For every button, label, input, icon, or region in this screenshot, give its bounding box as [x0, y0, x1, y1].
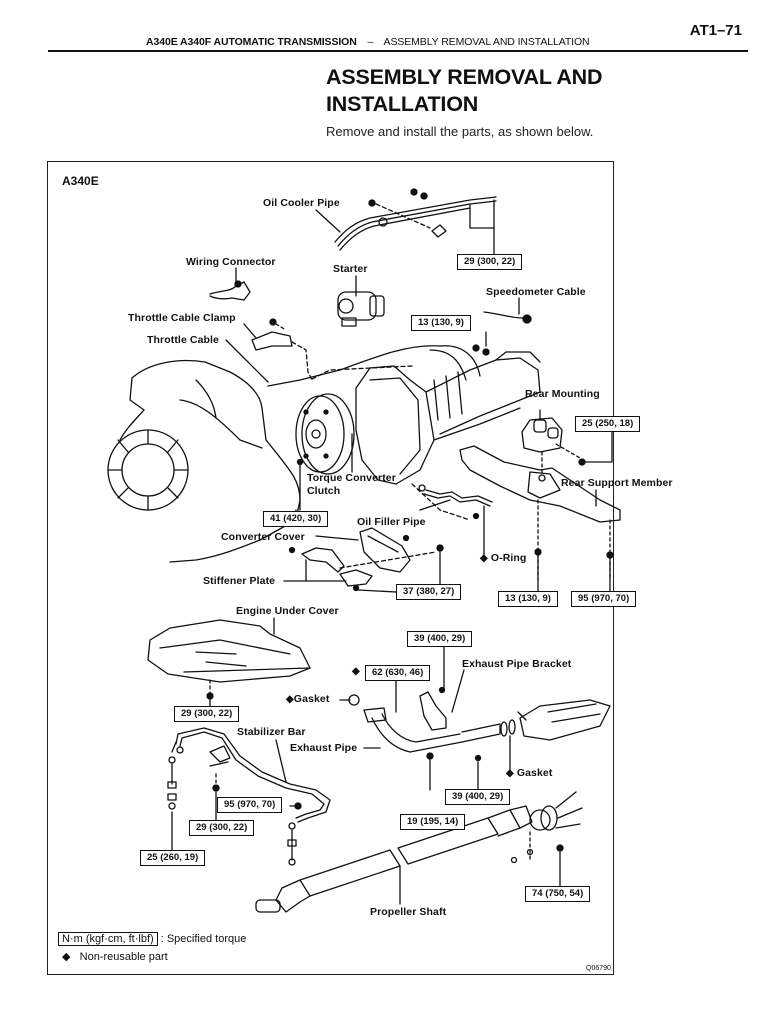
legend-non-reusable: ◆ Non-reusable part	[62, 950, 168, 963]
figure-id: Q06790	[586, 965, 611, 972]
label-stabilizer-bar: Stabilizer Bar	[237, 726, 306, 738]
diamond-icon: ◆	[62, 951, 71, 963]
label-throttle-cable: Throttle Cable	[147, 334, 219, 346]
stabilizer-bar-drawing	[171, 727, 331, 823]
label-converter-cover: Converter Cover	[221, 531, 305, 543]
stabilizer-link-left-drawing	[167, 756, 177, 810]
torque-under-cover: 29 (300, 22)	[174, 706, 240, 722]
label-gasket-lower: ◆ Gasket	[506, 767, 553, 779]
torque-converter-clutch: 41 (420, 30)	[263, 511, 329, 527]
leader-stiffener-torque	[357, 549, 441, 593]
label-engine-under-cover: Engine Under Cover	[236, 605, 339, 617]
label-exhaust-pipe: Exhaust Pipe	[290, 742, 358, 754]
label-o-ring: ◆ O-Ring	[480, 552, 527, 564]
engine-drawing	[107, 359, 301, 563]
catalytic-converter-drawing	[517, 699, 611, 741]
torque-stabilizer-bracket: 29 (300, 22)	[189, 820, 255, 836]
exhaust-pipe-drawing	[363, 707, 516, 760]
torque-exhaust-flange: 62 (630, 46)	[365, 665, 431, 681]
dashed-transmission	[411, 483, 471, 521]
leader-converter-cover	[315, 535, 359, 541]
torque-propeller-flange: 74 (750, 54)	[525, 886, 591, 902]
header-rule	[48, 50, 748, 52]
running-header-separator: –	[367, 36, 374, 48]
leader-stabilizer	[275, 739, 287, 783]
leader-stiffener	[283, 559, 347, 582]
leader-throttle	[225, 339, 269, 383]
legend-torque-desc: : Specified torque	[160, 933, 247, 945]
page-title: ASSEMBLY REMOVAL AND INSTALLATION	[326, 64, 603, 118]
leader-clamp	[243, 323, 257, 339]
label-speedometer-cable: Speedometer Cable	[486, 286, 586, 298]
oil-filler-pipe-drawing	[418, 484, 493, 520]
running-header-section: A340E A340F AUTOMATIC TRANSMISSION	[146, 36, 357, 48]
label-oil-cooler-pipe: Oil Cooler Pipe	[263, 197, 340, 209]
rear-support-member-drawing	[459, 445, 621, 523]
leader-oil-cooler-label	[315, 209, 341, 233]
non-reusable-diamond-icon: ◆	[286, 694, 294, 705]
starter-drawing	[337, 291, 385, 327]
label-throttle-cable-clamp: Throttle Cable Clamp	[128, 312, 236, 324]
engine-under-cover-drawing	[147, 619, 311, 683]
torque-converter-drawing	[295, 393, 355, 475]
stabilizer-link-right-drawing	[287, 822, 297, 866]
label-rear-support-member: Rear Support Member	[561, 477, 673, 489]
label-torque-converter-clutch: Clutch	[307, 485, 341, 497]
converter-cover-drawing	[359, 527, 411, 573]
label-rear-mounting: Rear Mounting	[525, 388, 600, 400]
torque-rear-mounting: 25 (250, 18)	[575, 416, 641, 432]
stiffener-plate-drawing	[288, 544, 444, 592]
torque-exhaust-rear: 39 (400, 29)	[445, 789, 511, 805]
torque-stabilizer-end: 25 (260, 19)	[140, 850, 206, 866]
torque-exhaust-clamp: 19 (195, 14)	[400, 814, 466, 830]
label-oil-filler-pipe: Oil Filler Pipe	[357, 516, 426, 528]
transmission-drawing	[355, 344, 541, 485]
torque-bracket-bolt: 39 (400, 29)	[407, 631, 473, 647]
torque-stiffener: 37 (380, 27)	[396, 584, 462, 600]
running-header: A340E A340F AUTOMATIC TRANSMISSION – ASS…	[146, 36, 590, 48]
torque-support-left: 13 (130, 9)	[498, 591, 558, 607]
non-reusable-diamond-icon: ◆	[480, 553, 488, 564]
throttle-cable-drawing	[267, 345, 441, 387]
oil-cooler-pipe-drawing	[334, 188, 497, 251]
running-header-title: ASSEMBLY REMOVAL AND INSTALLATION	[383, 36, 590, 48]
torque-support-right: 95 (970, 70)	[571, 591, 637, 607]
leader-rear-mount-torque	[584, 431, 613, 463]
page-subtitle: Remove and install the parts, as shown b…	[326, 124, 594, 139]
torque-speedometer: 13 (130, 9)	[411, 315, 471, 331]
label-torque-converter: Torque Converter	[307, 472, 396, 484]
page-number: AT1–71	[689, 22, 742, 39]
leader-oil-cooler	[469, 199, 495, 255]
dashed-clamp	[309, 365, 413, 381]
label-exhaust-pipe-bracket: Exhaust Pipe Bracket	[462, 658, 572, 670]
legend-torque: N·m (kgf·cm, ft·lbf) : Specified torque	[58, 932, 247, 946]
leader-oil-filler	[419, 499, 451, 511]
figure-model-label: A340E	[62, 174, 99, 188]
leader-support-torques	[537, 554, 611, 593]
figure-frame	[47, 161, 614, 975]
label-stiffener-plate: Stiffener Plate	[203, 575, 276, 587]
label-gasket-upper: ◆Gasket	[286, 693, 330, 705]
label-wiring-connector: Wiring Connector	[186, 256, 276, 268]
label-starter: Starter	[333, 263, 368, 275]
torque-exhaust-flange-diamond-icon: ◆	[352, 666, 360, 677]
throttle-cable-clamp-drawing	[251, 318, 313, 381]
speedometer-cable-drawing	[483, 311, 532, 324]
rear-mounting-drawing	[521, 417, 563, 453]
torque-oil-cooler: 29 (300, 22)	[457, 254, 523, 270]
non-reusable-diamond-icon: ◆	[506, 768, 514, 779]
exhaust-bracket-drawing	[419, 686, 447, 731]
leader-exhaust-bracket	[451, 669, 465, 713]
label-propeller-shaft: Propeller Shaft	[370, 906, 447, 918]
page-title-line1: ASSEMBLY REMOVAL AND	[326, 65, 603, 89]
torque-stabilizer-link: 95 (970, 70)	[217, 797, 283, 813]
legend-non-reusable-text: Non-reusable part	[79, 951, 168, 963]
wiring-connector-drawing	[209, 280, 251, 301]
page-title-line2: INSTALLATION	[326, 92, 479, 116]
legend-torque-unit-box: N·m (kgf·cm, ft·lbf)	[58, 932, 158, 946]
